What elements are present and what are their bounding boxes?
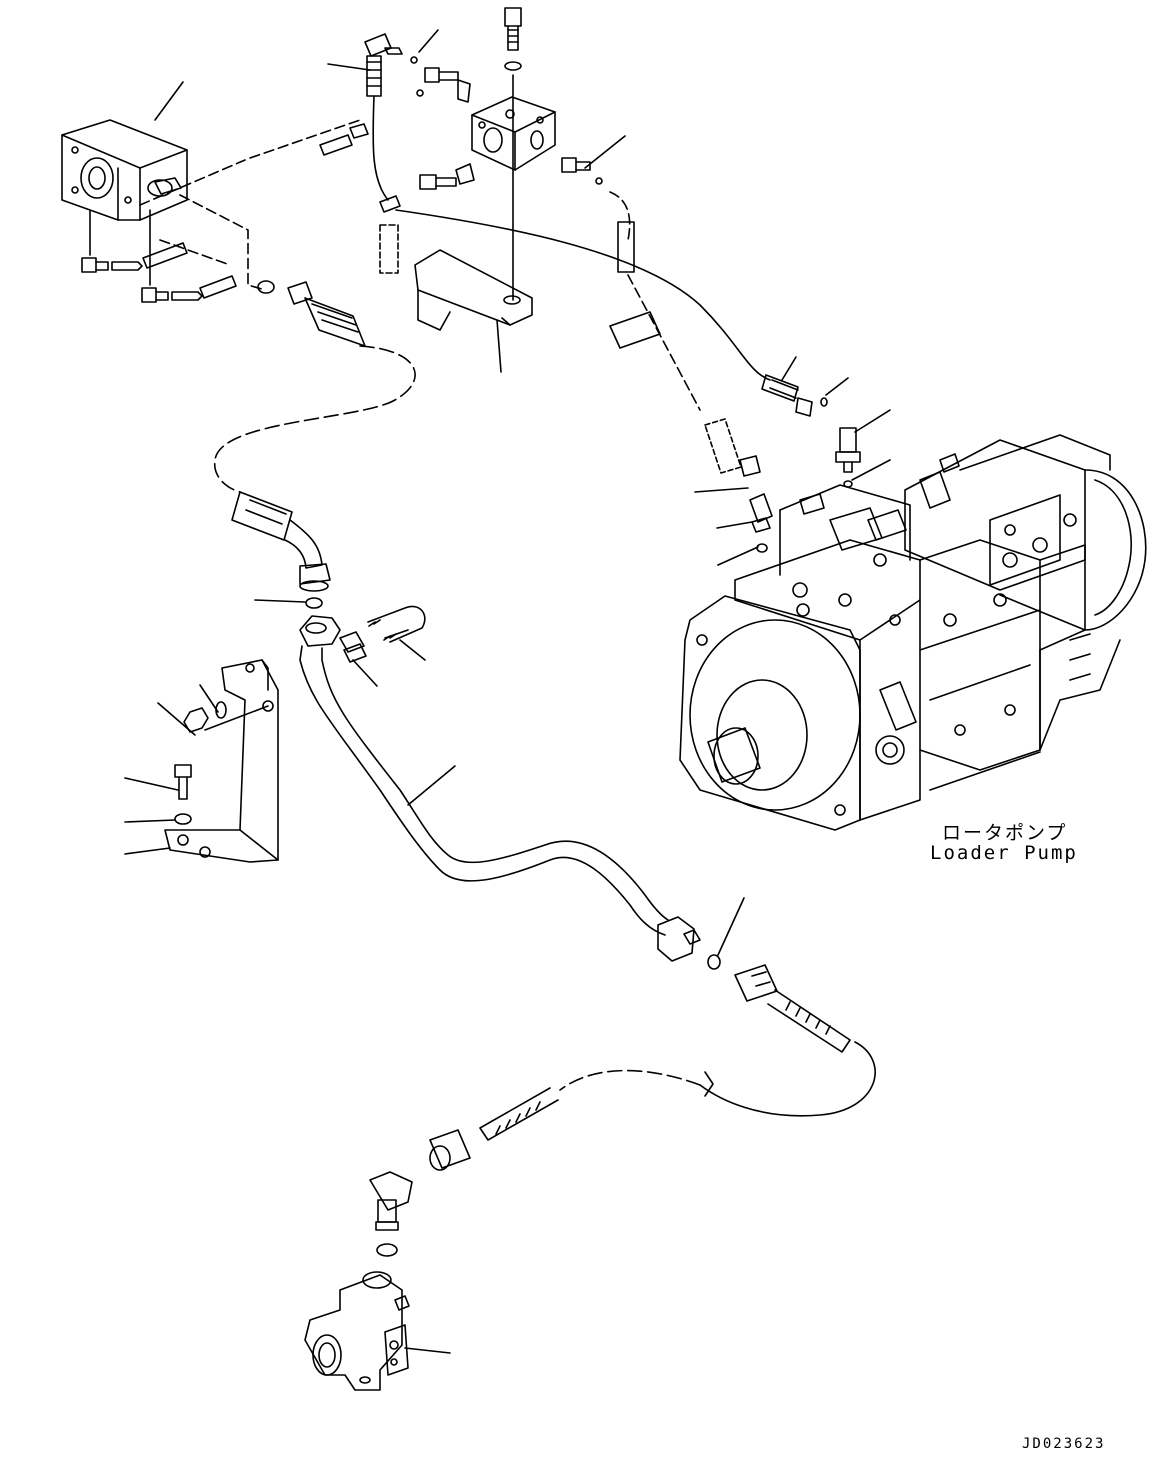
leader-line (352, 659, 378, 687)
axis-line (204, 705, 269, 731)
elbow-hose-top (364, 33, 418, 97)
o-ring (257, 280, 275, 294)
leader-line (851, 459, 891, 481)
leader-line (199, 684, 219, 713)
leader-line (854, 409, 891, 433)
leader-line (496, 319, 502, 373)
hose-fitting (739, 455, 761, 477)
leader-line (157, 702, 196, 736)
bolt-nut-set (174, 701, 227, 825)
leader-line (124, 777, 179, 791)
leader-line (694, 487, 749, 493)
leader-line (781, 356, 797, 381)
hose-lower (429, 964, 876, 1171)
bracket-left (164, 659, 279, 863)
leader-line (154, 81, 184, 121)
manifold-fittings (416, 67, 603, 190)
center-lines-left (139, 159, 266, 291)
leader-line (327, 63, 371, 71)
hose-section (319, 134, 353, 156)
loader-pump (679, 434, 1147, 831)
hose-section (617, 221, 635, 273)
leader-line (124, 819, 176, 823)
pump-label-japanese: ロータポンプ (942, 822, 1068, 844)
elbow-fitting-pump (749, 493, 773, 553)
hose-manifold-left (249, 119, 361, 159)
leader-line (404, 1347, 451, 1354)
elbow-lower (369, 1171, 413, 1257)
leader-line (825, 377, 849, 396)
valve-block-left (61, 119, 188, 221)
bolt-top (504, 7, 522, 71)
hose-right-dashed (609, 191, 701, 411)
pump-label-english: Loader Pump (930, 842, 1078, 864)
leader-line (418, 29, 439, 53)
fittings-left (81, 209, 237, 303)
leader-line (399, 639, 426, 661)
u-bolt (367, 605, 426, 643)
hose-sleeve (609, 311, 661, 349)
leader-line (124, 847, 171, 855)
hose-section (704, 418, 742, 474)
drawing-id: JD023623 (1022, 1436, 1106, 1452)
leader-line (716, 521, 753, 529)
leader-line (717, 897, 745, 956)
valve-bottom (304, 1271, 410, 1391)
pipe-assembly (299, 615, 721, 970)
hose-manifold-pump (372, 95, 813, 417)
o-ring (305, 597, 323, 609)
leader-line (254, 599, 306, 603)
hose-left-upper (214, 281, 416, 592)
leader-line (717, 546, 759, 566)
hose-fitting (349, 123, 369, 139)
leader-line (584, 135, 626, 169)
mounting-bracket-top (414, 249, 533, 331)
o-ring (820, 397, 828, 407)
pressure-switch (835, 427, 861, 488)
leader-line (407, 765, 456, 806)
clamp (339, 631, 367, 663)
manifold-block-center (471, 96, 556, 171)
